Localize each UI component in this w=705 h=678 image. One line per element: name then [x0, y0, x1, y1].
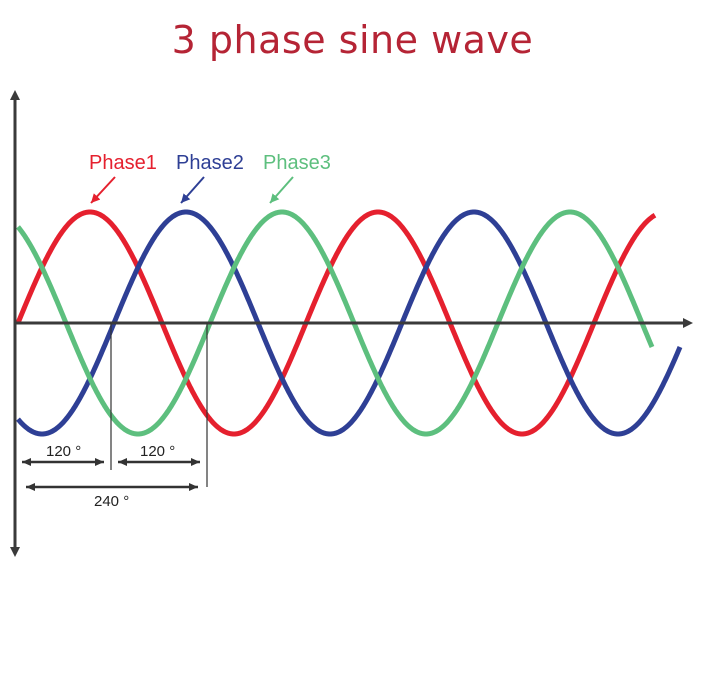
shift-label-a: 120 ° [46, 443, 81, 460]
phase1-wave [15, 209, 657, 437]
shift-label-b: 120 ° [140, 443, 175, 460]
phase2-wave [16, 209, 683, 437]
phase3-pointer [269, 176, 294, 204]
phase3-wave [16, 209, 655, 437]
wave-group [15, 209, 683, 437]
phase2-label: Phase2 [176, 152, 244, 174]
diagram-title: 3 phase sine wave [171, 18, 534, 62]
shift-label-total: 240 ° [94, 493, 129, 510]
phase1-label: Phase1 [89, 152, 157, 174]
phase2-pointer [180, 176, 205, 204]
phase1-pointer [90, 176, 116, 204]
phase3-label: Phase3 [263, 152, 331, 174]
